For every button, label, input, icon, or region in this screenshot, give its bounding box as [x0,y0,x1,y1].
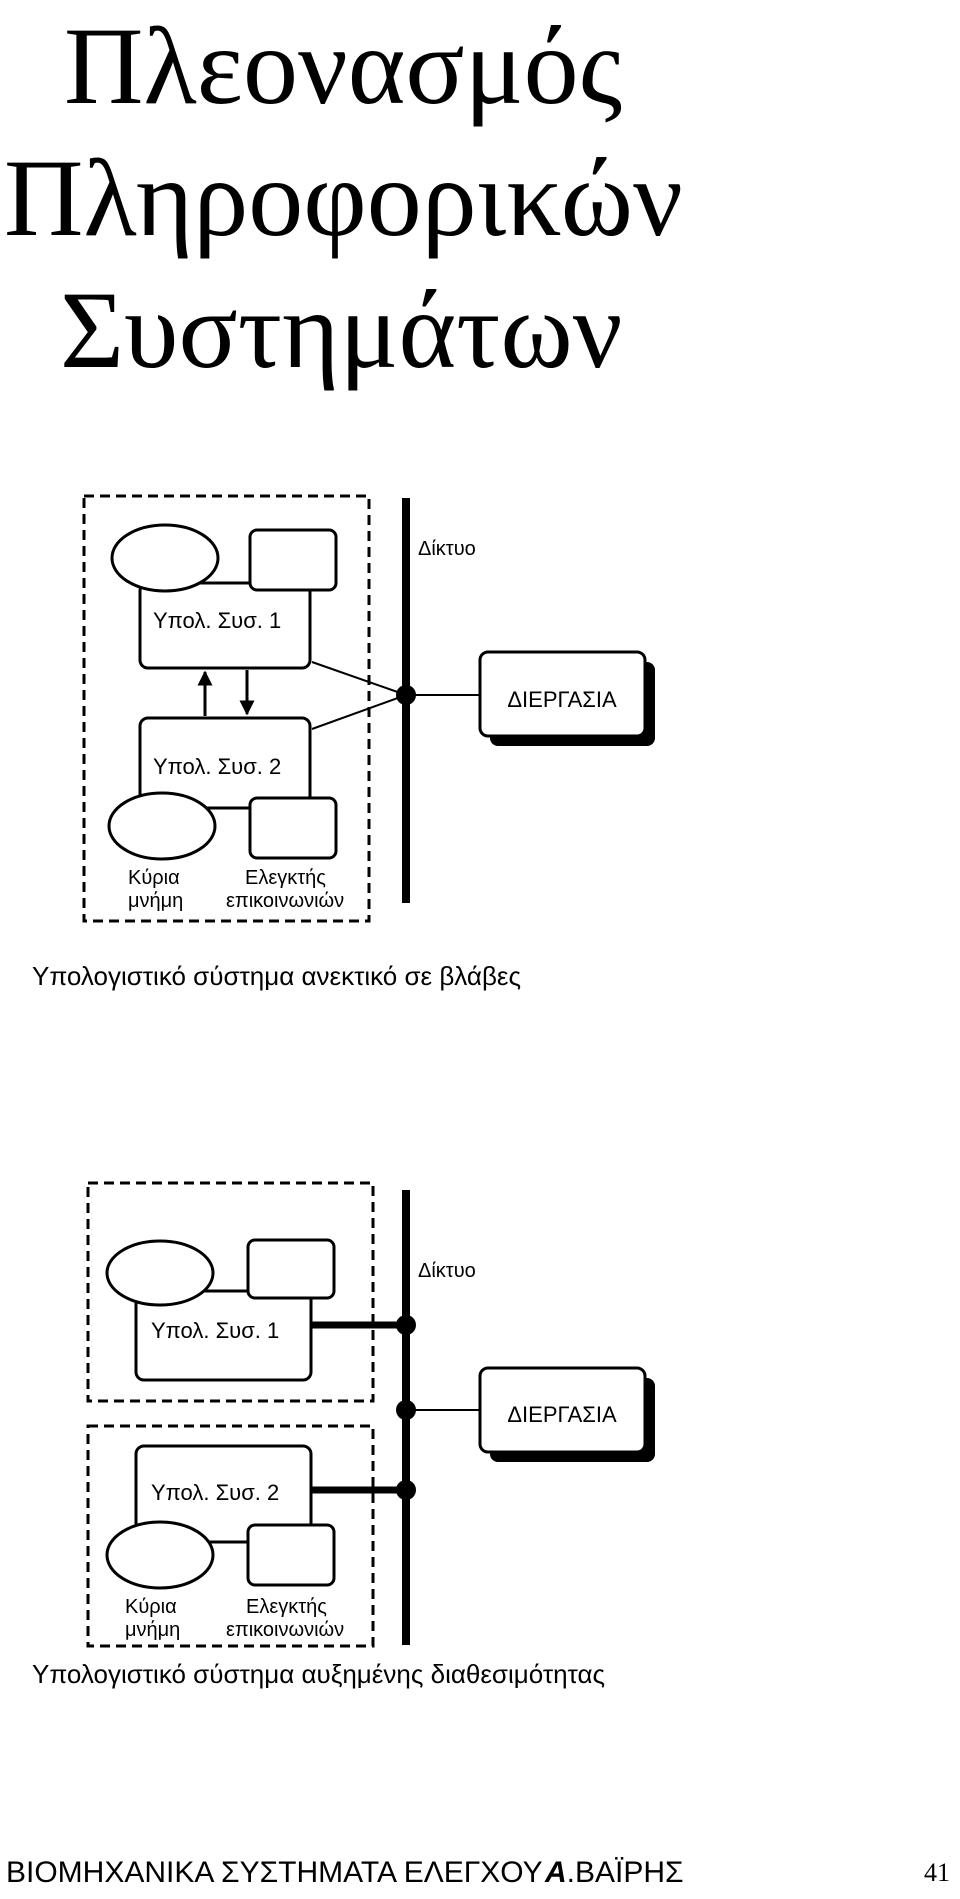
controller-label-2: επικοινωνιών [226,1619,344,1641]
system-2-boundary [86,1424,375,1648]
subsystem-2-box [134,1444,313,1544]
title-line-2: Πληροφορικών [4,137,683,259]
caption-high-availability: Υπολογιστικό σύστημα αυξημένης διαθεσιμό… [32,1659,605,1689]
memory-2-ellipse [107,791,217,861]
slide-footer: ΒΙΟΜΗΧΑΝΙΚΑ ΣΥΣΤΗΜΑΤΑ ΕΛΕΓΧΟΥ Α.ΒΑΪΡΗΣ 4… [0,1856,960,1899]
controller-2-box [246,1523,336,1587]
bus-node-1 [396,1315,416,1335]
system-1-boundary [86,1181,375,1403]
link-subsystem-1 [311,661,407,696]
memory-label-2: μνήμη [125,1619,180,1641]
network-label: Δίκτυο [418,538,476,560]
memory-label-2: μνήμη [128,890,183,912]
memory-label-1: Κύρια [128,867,180,889]
subsystem-1-label: Υπολ. Συσ. 1 [151,1318,279,1343]
process-box [478,1366,647,1454]
footer-course: ΒΙΟΜΗΧΑΝΙΚΑ ΣΥΣΤΗΜΑΤΑ ΕΛΕΓΧΟΥ [6,1856,543,1889]
subsystem-2-box [138,716,312,810]
memory-1-ellipse [110,523,220,593]
controller-1-box [248,528,338,592]
fault-tolerant-diagram: Υπολ. Συσ. 1 Υπολ. Συσ. 2 Κύρια μνήμη Ελ… [32,494,655,991]
memory-label-1: Κύρια [125,1596,177,1618]
process-label: ΔΙΕΡΓΑΣΙΑ [507,1402,617,1427]
controller-label-1: Ελεγκτής [245,867,326,889]
controller-label-2: επικοινωνιών [226,890,344,912]
controller-2-box [248,796,338,860]
controller-label-1: Ελεγκτής [246,1596,327,1618]
high-availability-diagram: Υπολ. Συσ. 1 Υπολ. Συσ. 2 Κύρια μνήμη Ελ… [32,1181,655,1689]
subsystem-1-box [134,1289,313,1382]
process-box [478,650,647,738]
caption-fault-tolerant: Υπολογιστικό σύστημα ανεκτικό σε βλάβες [32,961,521,991]
network-label: Δίκτυο [418,1260,476,1282]
controller-1-box [246,1238,336,1300]
title-line-3: Συστημάτων [60,269,623,391]
memory-1-ellipse [105,1239,215,1307]
memory-2-ellipse [105,1520,215,1590]
page-number: 41 [924,1858,950,1887]
author-surname: .ΒΑΪΡΗΣ [566,1856,684,1889]
bus-node-2 [396,1480,416,1500]
bus-node-3 [396,1400,416,1420]
author-initial: Α [545,1856,567,1889]
subsystem-2-label: Υπολ. Συσ. 2 [151,1480,279,1505]
process-label: ΔΙΕΡΓΑΣΙΑ [507,687,617,712]
title-line-1: Πλεονασμός [64,5,623,127]
footer-author: Α.ΒΑΪΡΗΣ [545,1856,684,1890]
link-subsystem-2 [311,694,407,730]
subsystem-2-label: Υπολ. Συσ. 2 [153,754,281,779]
subsystem-1-box [138,581,312,670]
subsystem-1-label: Υπολ. Συσ. 1 [153,608,281,633]
